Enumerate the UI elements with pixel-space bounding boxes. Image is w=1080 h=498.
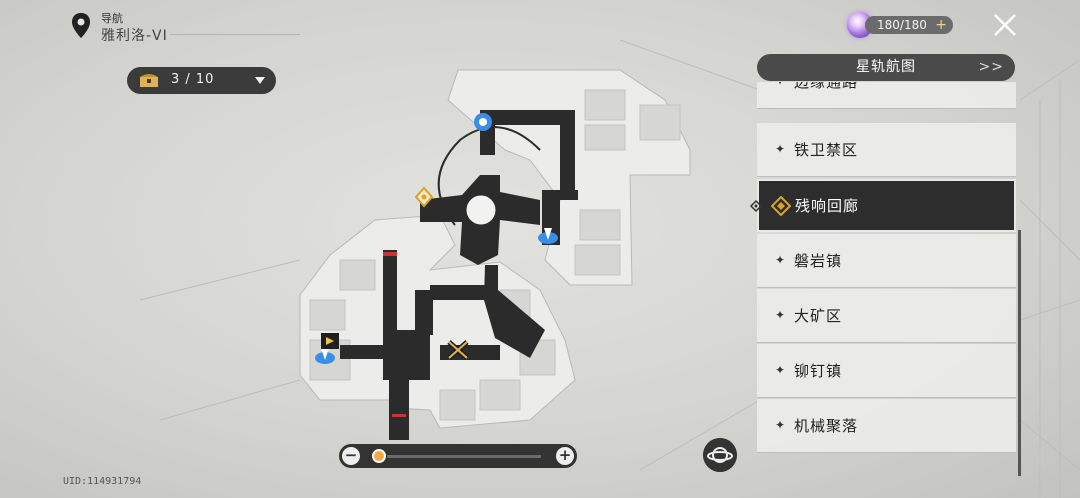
region-item-great-mine[interactable]: ✦ 大矿区 (757, 289, 1016, 343)
mission-marker-icon[interactable] (447, 340, 469, 360)
panel-title: 星轨航图 (856, 59, 916, 75)
region-name: 大矿区 (794, 307, 843, 325)
calyx-icon (771, 196, 791, 216)
stamina-pill: 180/180 + (865, 16, 953, 34)
diamond-star-icon: ✦ (775, 142, 786, 156)
region-item-echo-corridor[interactable]: 残响回廊 (757, 179, 1016, 232)
corridor-west (340, 345, 385, 359)
diamond-star-icon: ✦ (775, 363, 786, 377)
chest-count: 3 / 10 (171, 72, 215, 87)
space-anchor-icon[interactable] (315, 348, 335, 364)
stamina-counter[interactable]: 180/180 + (847, 12, 955, 38)
region-item-boulder-town[interactable]: ✦ 磐岩镇 (757, 234, 1016, 288)
zoom-control: − + (339, 444, 577, 468)
selected-indicator-icon (749, 199, 763, 213)
diamond-star-icon: ✦ (775, 418, 786, 432)
teleport-anchor-icon[interactable] (474, 113, 492, 131)
region-list-scrollbar[interactable] (1018, 230, 1021, 476)
corridor-north-exit (542, 190, 578, 200)
navigation-header: 导航 雅利洛-VI (70, 10, 310, 46)
region-item-iron-guard-zone[interactable]: ✦ 铁卫禁区 (757, 123, 1016, 177)
caret-down-icon[interactable] (255, 77, 265, 84)
connector (415, 290, 433, 335)
area-map[interactable] (0, 0, 760, 460)
region-list: ✦ 边缘通路 ✦ 铁卫禁区 残响回廊 ✦ 磐岩镇 ✦ 大矿区 ✦ 铆钉镇 ✦ 机… (757, 82, 1021, 478)
planet-switch-icon[interactable] (703, 438, 737, 472)
region-item-robot-settlement[interactable]: ✦ 机械聚落 (757, 399, 1016, 453)
corridor-middle (430, 285, 490, 300)
door-marker (383, 252, 397, 256)
region-name: 机械聚落 (794, 417, 859, 435)
region-item-rivet-town[interactable]: ✦ 铆钉镇 (757, 344, 1016, 398)
treasure-chest-icon (140, 74, 158, 87)
corridor-southeast (484, 265, 545, 358)
zoom-track[interactable] (387, 455, 541, 458)
calyx-icon[interactable] (414, 186, 434, 208)
region-name: 铆钉镇 (794, 362, 843, 380)
header-divider (170, 34, 300, 35)
zoom-in-button[interactable]: + (556, 447, 574, 465)
star-rail-map-button[interactable]: 星轨航图 >> (757, 54, 1015, 81)
diamond-star-icon: ✦ (775, 253, 786, 267)
stamina-value: 180/180 (877, 18, 927, 32)
zoom-slider-knob[interactable] (372, 449, 386, 463)
hub-arc (437, 126, 541, 226)
region-name: 残响回廊 (795, 197, 860, 215)
region-name: 铁卫禁区 (794, 141, 859, 159)
zoom-out-button[interactable]: − (342, 447, 360, 465)
region-name: 边缘通路 (794, 82, 859, 91)
diamond-star-icon: ✦ (775, 82, 785, 88)
double-chevron-right-icon: >> (978, 59, 1004, 75)
treasure-chest-counter[interactable]: 3 / 10 (127, 67, 276, 94)
location-pin-icon (72, 13, 90, 38)
planet-name: 雅利洛-VI (101, 28, 168, 44)
exit-door-icon[interactable] (321, 333, 339, 349)
region-item-edge-path[interactable]: ✦ 边缘通路 (757, 82, 1016, 109)
uid-label: UID:114931794 (63, 476, 142, 487)
navigation-label: 导航 (101, 12, 123, 25)
south-gate (389, 380, 409, 440)
south-hall (383, 250, 430, 380)
close-icon[interactable] (990, 10, 1020, 40)
region-name: 磐岩镇 (794, 252, 843, 270)
hub-plaza (463, 192, 499, 228)
gate-marker (392, 414, 406, 417)
diamond-star-icon: ✦ (775, 308, 786, 322)
space-anchor-icon[interactable] (538, 228, 558, 244)
add-stamina-button[interactable]: + (935, 17, 947, 33)
